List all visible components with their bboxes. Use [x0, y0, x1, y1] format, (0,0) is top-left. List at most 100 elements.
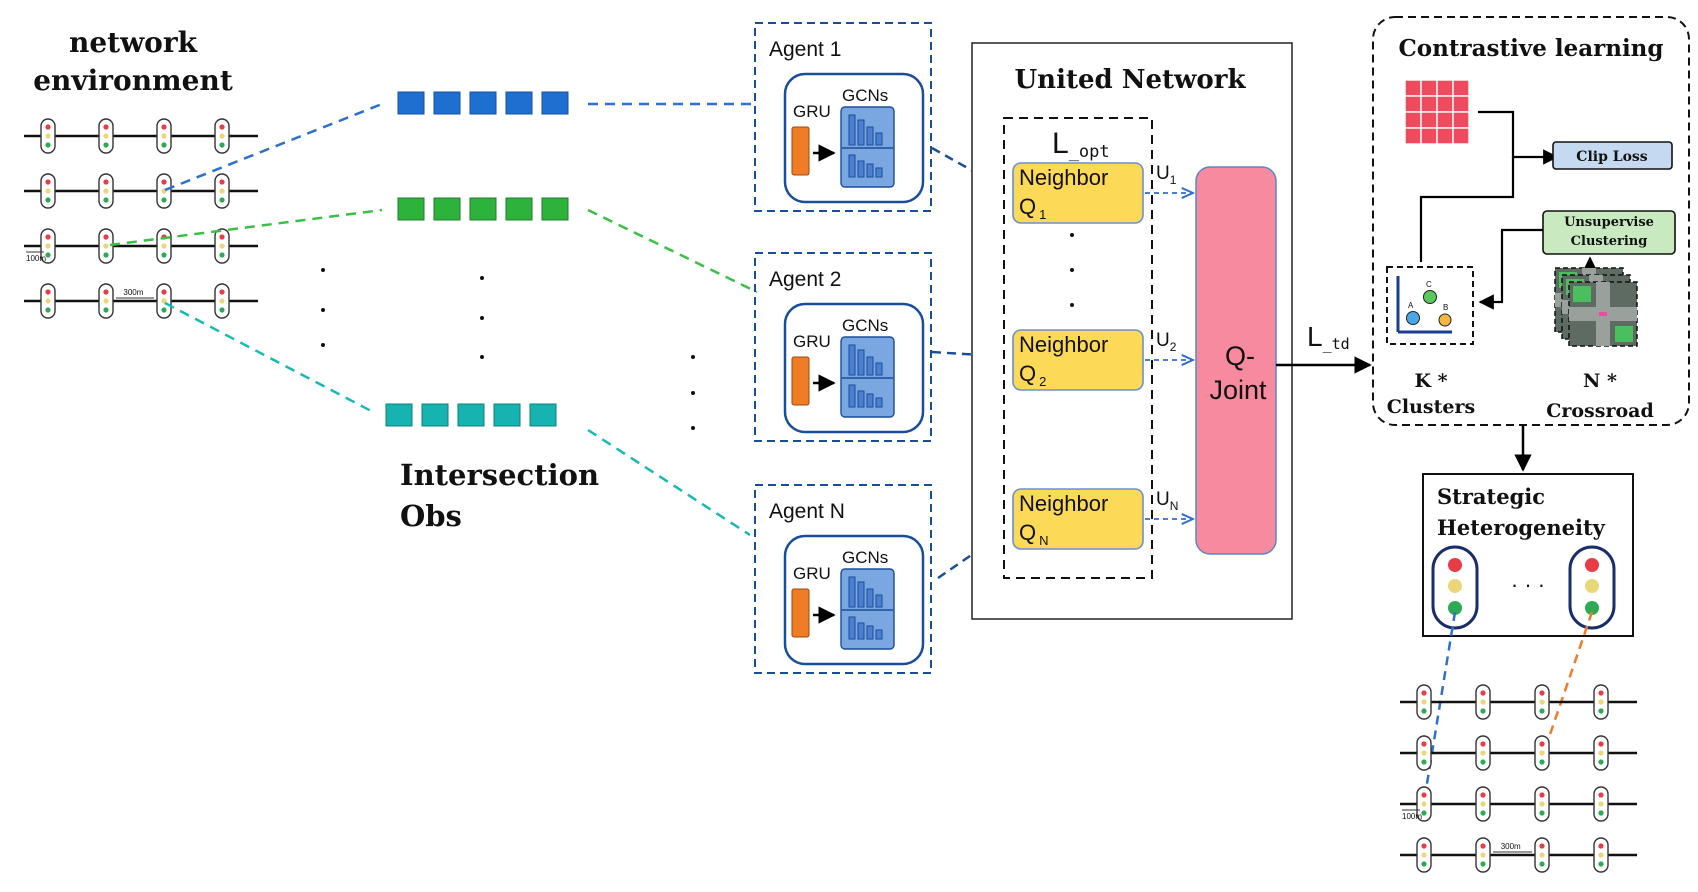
strategic-to-grid-orange	[1542, 611, 1594, 753]
traffic-light-icon	[1416, 837, 1432, 873]
traffic-light-right	[1568, 545, 1616, 630]
clip-loss-box	[1552, 141, 1673, 170]
traffic-light-icon	[40, 173, 56, 209]
traffic-light-icon	[1534, 735, 1550, 771]
traffic-light-icon	[1593, 837, 1609, 873]
obs-feature-cell	[493, 403, 521, 427]
embedding-cell	[1420, 95, 1438, 113]
traffic-light-icon	[1534, 684, 1550, 720]
strategic-line1: Strategic	[1437, 484, 1545, 509]
crossroad-map-tile	[1568, 281, 1638, 347]
embedding-cell	[1420, 79, 1438, 97]
obs-row	[397, 91, 569, 115]
n-crossroad-line1: N *	[1583, 370, 1617, 392]
gru-block	[791, 356, 810, 406]
traffic-light-icon	[156, 283, 172, 319]
obs-row	[385, 403, 557, 427]
strategic-heterogeneity: Strategic Heterogeneity · · ·	[1422, 473, 1634, 637]
obs-feature-cell	[541, 91, 569, 115]
traffic-light-icon	[98, 118, 114, 154]
gru-label: GRU	[793, 102, 831, 121]
embedding-cell	[1420, 111, 1438, 129]
embedding-cell	[1404, 127, 1422, 145]
embedding-cell	[1436, 95, 1454, 113]
embedding-cell	[1436, 79, 1454, 97]
obs-feature-cell	[433, 197, 461, 221]
td-loss-arrow: L_td	[1276, 321, 1372, 374]
embedding-cell	[1452, 95, 1470, 113]
gru-block	[791, 588, 810, 638]
embedding-cell	[1404, 79, 1422, 97]
obs-feature-cell	[505, 197, 533, 221]
strategic-to-grid-blue	[1422, 611, 1457, 803]
obs-feature-cell	[469, 197, 497, 221]
strategic-ellipsis: · · ·	[1511, 572, 1545, 597]
env-to-obs-connectors	[109, 102, 383, 415]
cluster-label-b: B	[1443, 303, 1448, 312]
neighbor-vertical-dots	[1070, 233, 1074, 307]
embedding-matrix	[1404, 79, 1470, 145]
scale-label-300m: 300m	[1501, 842, 1521, 851]
td-loss-label: L_td	[1307, 321, 1350, 353]
traffic-light-icon	[156, 118, 172, 154]
gcn-label: GCNs	[842, 86, 888, 105]
agent-label: Agent 2	[769, 268, 841, 291]
neighbor-label: Neighbor	[1019, 491, 1108, 516]
traffic-light-icon	[1593, 735, 1609, 771]
strategic-line2: Heterogeneity	[1437, 515, 1606, 540]
traffic-light-icon	[98, 173, 114, 209]
agent-block: Agent 1 GRU GCNs	[754, 22, 932, 212]
traffic-light-icon	[214, 118, 230, 154]
embedding-cell	[1420, 127, 1438, 145]
neighbor-label: Neighbor	[1019, 332, 1108, 357]
neighbor-group-frame	[1003, 117, 1153, 579]
traffic-light-icon	[214, 173, 230, 209]
embedding-cell	[1404, 95, 1422, 113]
traffic-light-icon	[156, 228, 172, 264]
gcn-block	[840, 568, 895, 650]
traffic-light-icon	[40, 228, 56, 264]
embedding-cell	[1452, 127, 1470, 145]
traffic-light-icon	[1475, 735, 1491, 771]
obs-feature-cell	[457, 403, 485, 427]
obs-feature-cell	[529, 403, 557, 427]
opt-loss-label: L_opt	[1052, 127, 1110, 162]
traffic-light-icon	[40, 283, 56, 319]
traffic-light-icon	[1475, 786, 1491, 822]
traffic-light-icon	[1534, 837, 1550, 873]
obs-title-line2: Obs	[400, 499, 462, 533]
obs-feature-cell	[397, 197, 425, 221]
utility-label: UN	[1156, 489, 1178, 513]
obs-to-agent-connectors	[587, 102, 758, 537]
contrastive-title: Contrastive learning	[1399, 35, 1664, 62]
obs-feature-cell	[385, 403, 413, 427]
unsupervise-line2: Clustering	[1571, 234, 1648, 249]
embedding-cell	[1436, 127, 1454, 145]
gcn-label: GCNs	[842, 548, 888, 567]
obs-feature-cell	[421, 403, 449, 427]
embedding-cell	[1452, 111, 1470, 129]
traffic-light-icon	[1416, 786, 1432, 822]
unsupervise-line1: Unsupervise	[1564, 215, 1654, 230]
traffic-light-icon	[1593, 786, 1609, 822]
utility-label: U1	[1156, 163, 1177, 187]
obs-feature-cell	[505, 91, 533, 115]
traffic-light-left	[1431, 545, 1479, 630]
env-title-line1: network	[69, 26, 198, 59]
cluster-plot: A B C	[1396, 276, 1452, 334]
cluster-plot-box	[1386, 266, 1474, 345]
agent-label: Agent 1	[769, 38, 841, 61]
q-joint-block	[1195, 166, 1277, 555]
contrastive-learning: Contrastive learning Clip Loss Unsupervi…	[1372, 16, 1690, 426]
